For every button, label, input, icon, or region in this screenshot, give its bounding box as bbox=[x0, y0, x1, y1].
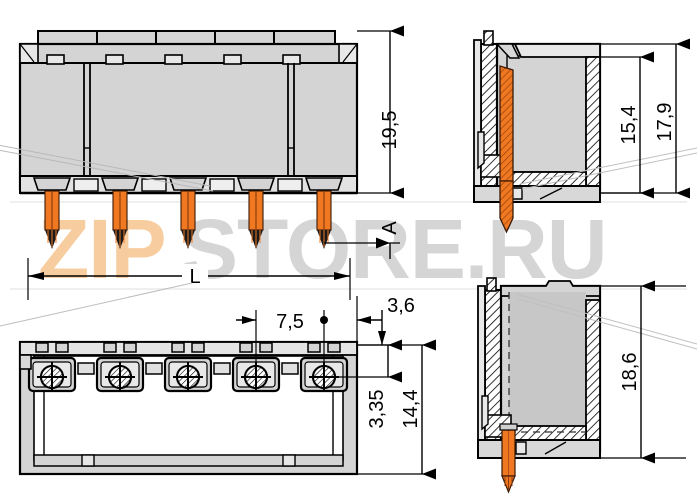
dimension-L: L bbox=[27, 258, 351, 300]
dimension-3-35-label: 3,35 bbox=[366, 390, 388, 429]
watermark-store: STORE.RU bbox=[182, 202, 607, 296]
socket-2 bbox=[95, 356, 145, 393]
dimension-A: A bbox=[324, 221, 401, 259]
side-upper-pin bbox=[499, 65, 514, 234]
pin-1 bbox=[44, 190, 60, 249]
dimension-18-6: 18,6 bbox=[600, 280, 686, 464]
view-side-section-upper bbox=[473, 30, 697, 234]
pin-4 bbox=[248, 190, 264, 249]
front-pins bbox=[44, 190, 332, 249]
dimension-3-6: 3,6 bbox=[356, 295, 415, 345]
dimension-17-9: 17,9 bbox=[600, 38, 690, 199]
dimension-L-label: L bbox=[189, 266, 200, 288]
bottom-sockets bbox=[27, 356, 349, 393]
dimension-19-5-label: 19,5 bbox=[379, 111, 401, 150]
dimension-19-5: 19,5 bbox=[357, 25, 404, 199]
dimension-7-5: 7,5 bbox=[236, 310, 328, 372]
watermark: ZIP STORE.RU bbox=[10, 201, 687, 296]
dimension-3-6-label: 3,6 bbox=[387, 295, 415, 317]
side-lower-pin bbox=[499, 423, 518, 494]
dimension-14-4-label: 14,4 bbox=[400, 390, 422, 429]
view-side-section-lower bbox=[477, 277, 697, 494]
pin-5 bbox=[316, 190, 332, 249]
view-front-elevation bbox=[0, 30, 359, 249]
pin-3 bbox=[180, 190, 196, 249]
pin-2 bbox=[112, 190, 128, 249]
dimension-15-4: 15,4 bbox=[600, 51, 654, 199]
socket-3 bbox=[163, 356, 213, 393]
socket-1 bbox=[27, 356, 77, 393]
view-bottom-plan bbox=[0, 282, 359, 476]
dimension-A-label: A bbox=[379, 221, 401, 235]
dimension-14-4: 14,4 bbox=[357, 339, 436, 480]
dimension-18-6-label: 18,6 bbox=[619, 353, 641, 392]
dimension-15-4-label: 15,4 bbox=[618, 106, 640, 145]
dimension-7-5-label: 7,5 bbox=[276, 311, 304, 333]
dimension-17-9-label: 17,9 bbox=[654, 103, 676, 142]
